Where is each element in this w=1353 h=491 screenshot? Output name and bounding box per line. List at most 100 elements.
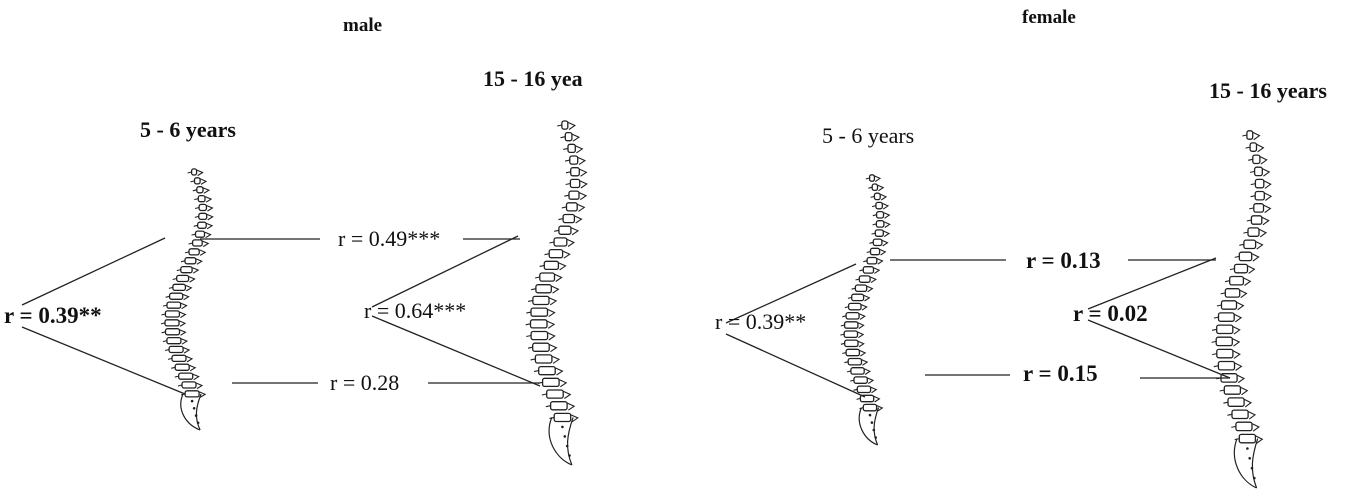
vertebra [872,184,877,190]
vertebra-process [548,333,555,340]
vertebra [185,391,199,397]
sacrum-dot [1246,447,1249,450]
vertebra-process [552,356,559,363]
vertebra-process [561,137,566,138]
female-upper-correlation: r = 0.13 [1026,248,1101,273]
vertebra-process [206,206,212,212]
vertebra [1222,301,1237,309]
vertebra-process [1237,375,1244,383]
sacrum [181,394,201,430]
vertebra-process [880,249,886,255]
vertebra-process [566,172,571,173]
vertebra-process [1243,232,1248,233]
vertebra-process [571,228,578,235]
vertebra-process [1252,254,1259,262]
vertebra [567,203,578,211]
vertebra-process [1264,193,1271,201]
vertebra [531,320,548,328]
vertebra [196,231,205,237]
vertebra [563,215,574,223]
vertebra-process [180,330,186,336]
vertebra [571,168,580,176]
vertebra-process [862,360,868,366]
vertebra-process [545,254,550,255]
sacrum-dot [874,436,877,439]
vertebra-process [1262,217,1269,225]
sacrum-dot [566,445,569,448]
vertebra-process [567,239,574,246]
vertebra [863,404,876,410]
vertebra-process [564,195,569,196]
vertebra-process [1257,144,1264,152]
vertebra-process [1235,256,1240,257]
vertebra-process [542,394,547,395]
vertebra-process [858,332,864,338]
vertebra [849,303,861,309]
vertebra [859,276,870,282]
male-panel: male 5 - 6 years 15 - 16 yea r = 0.39** … [4,15,587,465]
vertebra-process [562,207,567,208]
vertebra-process [580,181,587,188]
vertebra-process [196,383,202,389]
vertebra-process [197,170,203,176]
vertebra-process [206,223,212,229]
vertebra-process [189,277,195,283]
vertebra-process [526,336,531,337]
vertebra-process [202,241,208,247]
vertebra [1251,216,1261,224]
vertebra-process [554,230,559,231]
vertebra [197,187,203,193]
vertebra [549,250,562,258]
vertebra-process [568,122,575,129]
vertebra [199,204,206,210]
sacrum [1234,439,1257,488]
vertebra-process [1212,329,1217,330]
female-young-age-label: 5 - 6 years [822,123,914,148]
sacrum-dot [568,454,571,457]
vertebra [533,343,550,351]
vertebra [547,390,564,398]
vertebra-process [1248,159,1253,160]
vertebra-process [534,371,539,372]
vertebra [1217,349,1233,357]
sacrum-dot [873,429,876,432]
vertebra-process [526,312,531,313]
vertebra-process [1252,424,1259,432]
vertebra [1218,362,1234,370]
sacrum-dot [561,426,564,429]
vertebra-process [563,148,568,149]
vertebra-process [565,160,570,161]
vertebra [1255,179,1263,187]
vertebra [1230,277,1244,285]
vertebra [852,294,864,300]
vertebra [870,175,875,181]
vertebra [1235,264,1248,272]
vertebra [198,222,207,228]
male-young-correlation: r = 0.39** [4,303,102,328]
vertebra-process [1230,269,1235,270]
vertebra-process [859,350,865,356]
vertebra [1253,155,1260,163]
vertebra-process [203,188,209,194]
vertebra [562,121,568,129]
vertebra [1239,434,1255,442]
vertebra-process [1243,278,1250,286]
vertebra-process [575,146,582,153]
vertebra-process [1235,363,1242,371]
vertebra [857,386,870,392]
vertebra-process [1260,157,1267,165]
vertebra-process [540,265,545,266]
vertebra [848,359,861,365]
vertebra-process [535,277,540,278]
female-old-lower-bracket [1088,320,1230,378]
vertebra [535,355,552,363]
vertebra [531,332,548,340]
vertebra [165,311,179,317]
vertebra-process [1262,169,1269,177]
vertebra [1219,313,1235,321]
vertebra-process [874,396,880,402]
vertebra [1228,398,1244,406]
vertebra-process [548,309,555,316]
vertebra [854,377,867,383]
